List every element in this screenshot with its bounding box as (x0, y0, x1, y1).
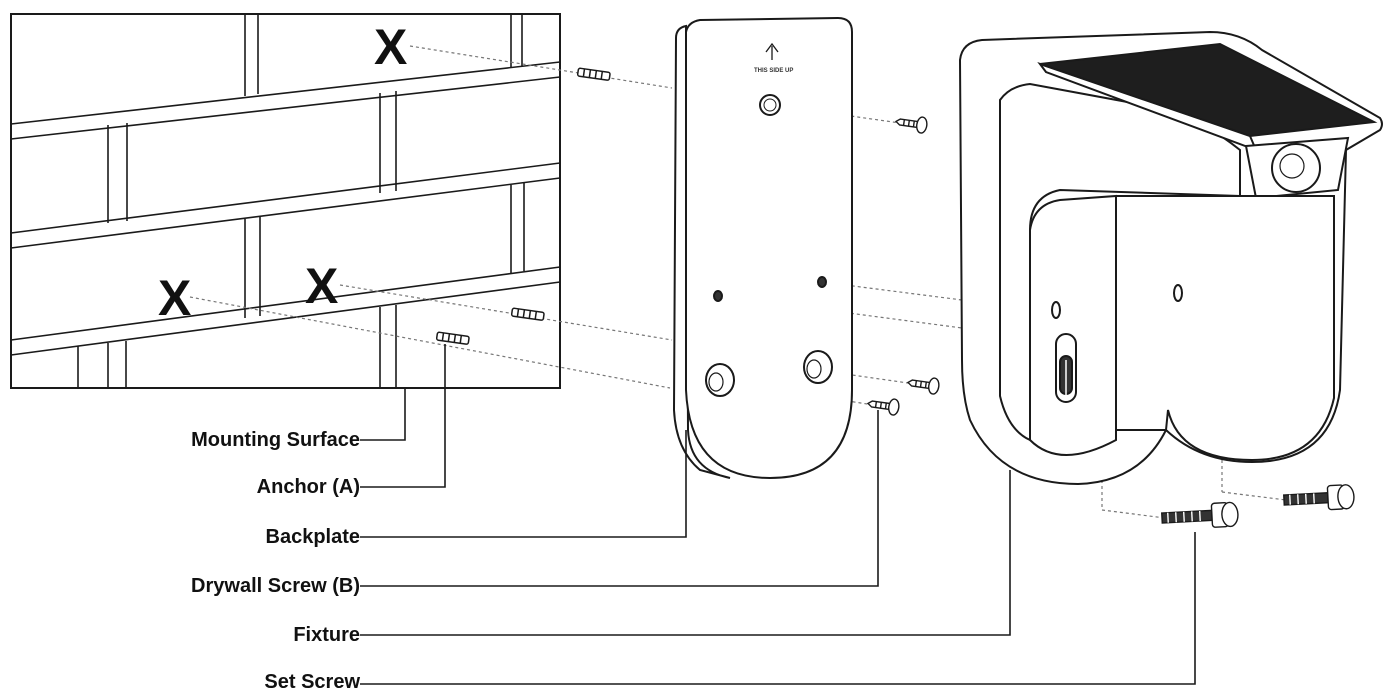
leader-fixture (360, 470, 1011, 636)
fixture-switch (1055, 333, 1077, 403)
label-set-screw: Set Screw (264, 671, 360, 693)
mounting-surface-wall: X X X (10, 13, 561, 389)
label-mounting-surface: Mounting Surface (191, 429, 360, 451)
boss-left (705, 363, 735, 397)
this-side-up-text: THIS SIDE UP (754, 68, 793, 74)
screw-bottom (866, 398, 900, 416)
screw-middle-right (906, 377, 940, 395)
wall-anchors (435, 67, 611, 345)
backplate-drawing: THIS SIDE UP (672, 16, 853, 480)
motion-sensor (1244, 136, 1350, 200)
label-drywall-screw: Drywall Screw (B) (191, 575, 360, 597)
leader-backplate (360, 430, 687, 538)
anchor-bottom (435, 331, 470, 345)
leader-anchor (360, 344, 446, 488)
leader-lines (360, 344, 1196, 685)
drywall-screws (866, 116, 940, 416)
set-screw-hole-left (1051, 301, 1061, 319)
label-backplate: Backplate (265, 526, 361, 548)
set-screw-right (1283, 484, 1355, 511)
drill-mark-bottom-left: X (158, 270, 191, 326)
top-screw-hole (759, 94, 781, 116)
leader-set-screw (360, 532, 1196, 685)
drill-mark-top: X (374, 19, 407, 75)
label-fixture: Fixture (293, 624, 360, 646)
label-anchor: Anchor (A) (256, 476, 360, 498)
boss-right (803, 350, 833, 384)
middle-hole-right (817, 276, 827, 288)
middle-hole-left (713, 290, 723, 302)
leader-drywall-screw (360, 410, 879, 587)
anchor-middle (510, 307, 545, 321)
anchor-top (576, 67, 611, 81)
brick-pattern (10, 14, 561, 388)
set-screws (1161, 484, 1355, 528)
drill-mark-bottom-right: X (305, 258, 338, 314)
set-screw-hole-right (1173, 284, 1183, 302)
screw-top (894, 116, 928, 134)
orientation-arrow (765, 42, 779, 60)
set-screw-left (1161, 501, 1239, 528)
leader-mounting-surface (360, 388, 406, 441)
fixture-drawing (958, 30, 1383, 486)
